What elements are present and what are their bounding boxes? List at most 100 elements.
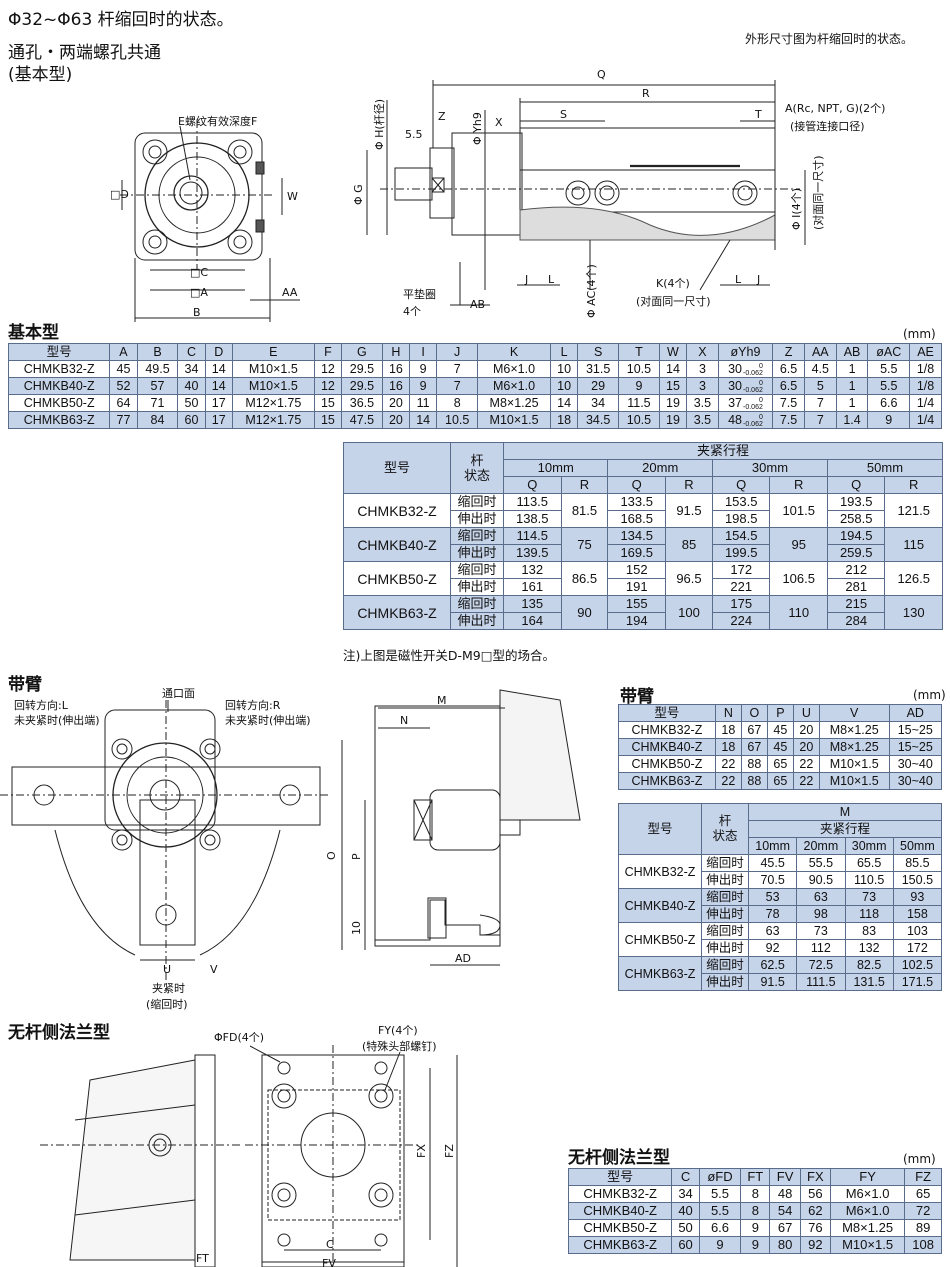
state-extend: 伸出时 — [701, 973, 749, 991]
state-retract: 缩回时 — [701, 956, 749, 974]
m-retract: 82.5 — [844, 956, 894, 974]
r-value: 90 — [560, 595, 609, 630]
table-cell: CHMKB63-Z — [7, 411, 111, 429]
header-cell: AB — [835, 343, 869, 361]
label-port-a-sub: (接管连接口径) — [790, 119, 865, 133]
yh9-tolerance: 0-0.062 — [743, 363, 763, 377]
header-model: 型号 — [618, 803, 702, 855]
label-o: O — [325, 851, 338, 860]
table-cell: 5.5 — [698, 1185, 742, 1203]
unit-arm: (mm) — [913, 688, 946, 702]
header-state: 杆状态 — [450, 442, 504, 494]
q-extend: 164 — [503, 612, 562, 630]
state-retract: 缩回时 — [701, 922, 749, 940]
label-washer-count: 4个 — [403, 305, 421, 318]
table-cell: 18 — [714, 721, 742, 739]
table-cell: 29.5 — [341, 377, 383, 395]
table-cell: 71 — [136, 394, 179, 412]
yh9-tolerance: 0-0.062 — [743, 414, 763, 428]
state-extend: 伸出时 — [450, 612, 504, 630]
table-cell: CHMKB32-Z — [567, 1185, 673, 1203]
model-cell: CHMKB50-Z — [618, 922, 702, 957]
stroke-header: 20mm — [796, 837, 846, 855]
r-value: 115 — [884, 527, 943, 562]
m-extend: 70.5 — [747, 871, 798, 889]
table-cell: 45 — [766, 738, 794, 756]
q-extend: 194 — [607, 612, 666, 630]
label-b: B — [193, 306, 201, 319]
table-cell: 14 — [658, 360, 688, 378]
header-cell: FX — [799, 1168, 831, 1186]
table-cell: 36.5 — [341, 394, 383, 412]
header-cell: øAC — [867, 343, 911, 361]
table-cell: 7.5 — [772, 411, 805, 429]
table-cell: 30~40 — [888, 755, 943, 773]
table-cell: 10.5 — [618, 411, 660, 429]
table-cell: 9 — [618, 377, 660, 395]
header-q: Q — [607, 476, 666, 494]
table-cell: 6.5 — [772, 377, 805, 395]
label-55: 5.5 — [405, 128, 423, 141]
r-value: 101.5 — [769, 493, 828, 528]
label-rot-r-sub: 未夹紧时(伸出端) — [225, 713, 311, 727]
tolerance-upper: 0 — [758, 396, 763, 404]
model-cell: CHMKB63-Z — [618, 956, 702, 991]
m-extend: 110.5 — [844, 871, 894, 889]
table-cell: 19 — [658, 394, 688, 412]
table-cell: M8×1.25 — [829, 1219, 906, 1237]
table-cell: 9 — [409, 360, 438, 378]
label-a: □A — [190, 286, 208, 299]
table-cell: 12 — [313, 377, 343, 395]
tolerance-lower: -0.062 — [743, 403, 763, 411]
table-cell: CHMKB40-Z — [567, 1202, 673, 1220]
q-retract: 215 — [826, 595, 886, 613]
label-ac: Φ AC(4个) — [585, 264, 598, 318]
header-cell: AD — [888, 704, 943, 722]
table-cell: 22 — [792, 755, 820, 773]
label-washer: 平垫圈 — [403, 287, 436, 301]
section-flange-table: 无杆侧法兰型 — [568, 1148, 670, 1168]
table-cell: 7 — [436, 377, 479, 395]
tolerance-upper: 0 — [758, 379, 763, 387]
table-cell: 40 — [177, 377, 206, 395]
label-l-left: L — [548, 273, 555, 286]
subtitle-through-hole: 通孔・两端螺孔共通 — [8, 43, 161, 63]
unit-flange: (mm) — [903, 1152, 936, 1166]
table-cell: 65 — [766, 772, 794, 790]
m-retract: 103 — [892, 922, 943, 940]
label-port-a: A(Rc, NPT, G)(2个) — [785, 102, 885, 115]
state-retract: 缩回时 — [701, 854, 749, 872]
table-cell: 62 — [799, 1202, 831, 1220]
tolerance-lower: -0.062 — [743, 369, 763, 377]
subtitle-basic-type: (基本型) — [8, 65, 73, 85]
front-view-body — [134, 132, 263, 261]
m-retract: 93 — [892, 888, 943, 906]
table-cell: CHMKB50-Z — [618, 755, 716, 773]
table-cell: M10×1.5 — [829, 1236, 906, 1254]
table-cell: 108 — [904, 1236, 942, 1254]
table-cell: 76 — [799, 1219, 831, 1237]
table-cell: 88 — [740, 772, 768, 790]
stroke-header: 50mm — [892, 837, 943, 855]
table-cell: 65 — [904, 1185, 942, 1203]
q-retract: 194.5 — [826, 527, 886, 545]
r-value: 96.5 — [664, 561, 713, 596]
table-cell: 15 — [658, 377, 688, 395]
tolerance-upper: 0 — [758, 362, 763, 370]
table-cell: 40 — [671, 1202, 700, 1220]
label-i: Φ I(4个) — [790, 188, 803, 230]
table-cell: CHMKB50-Z — [7, 394, 111, 412]
header-cell: øFD — [698, 1168, 742, 1186]
label-rot-r: 回转方向:R — [225, 698, 281, 712]
